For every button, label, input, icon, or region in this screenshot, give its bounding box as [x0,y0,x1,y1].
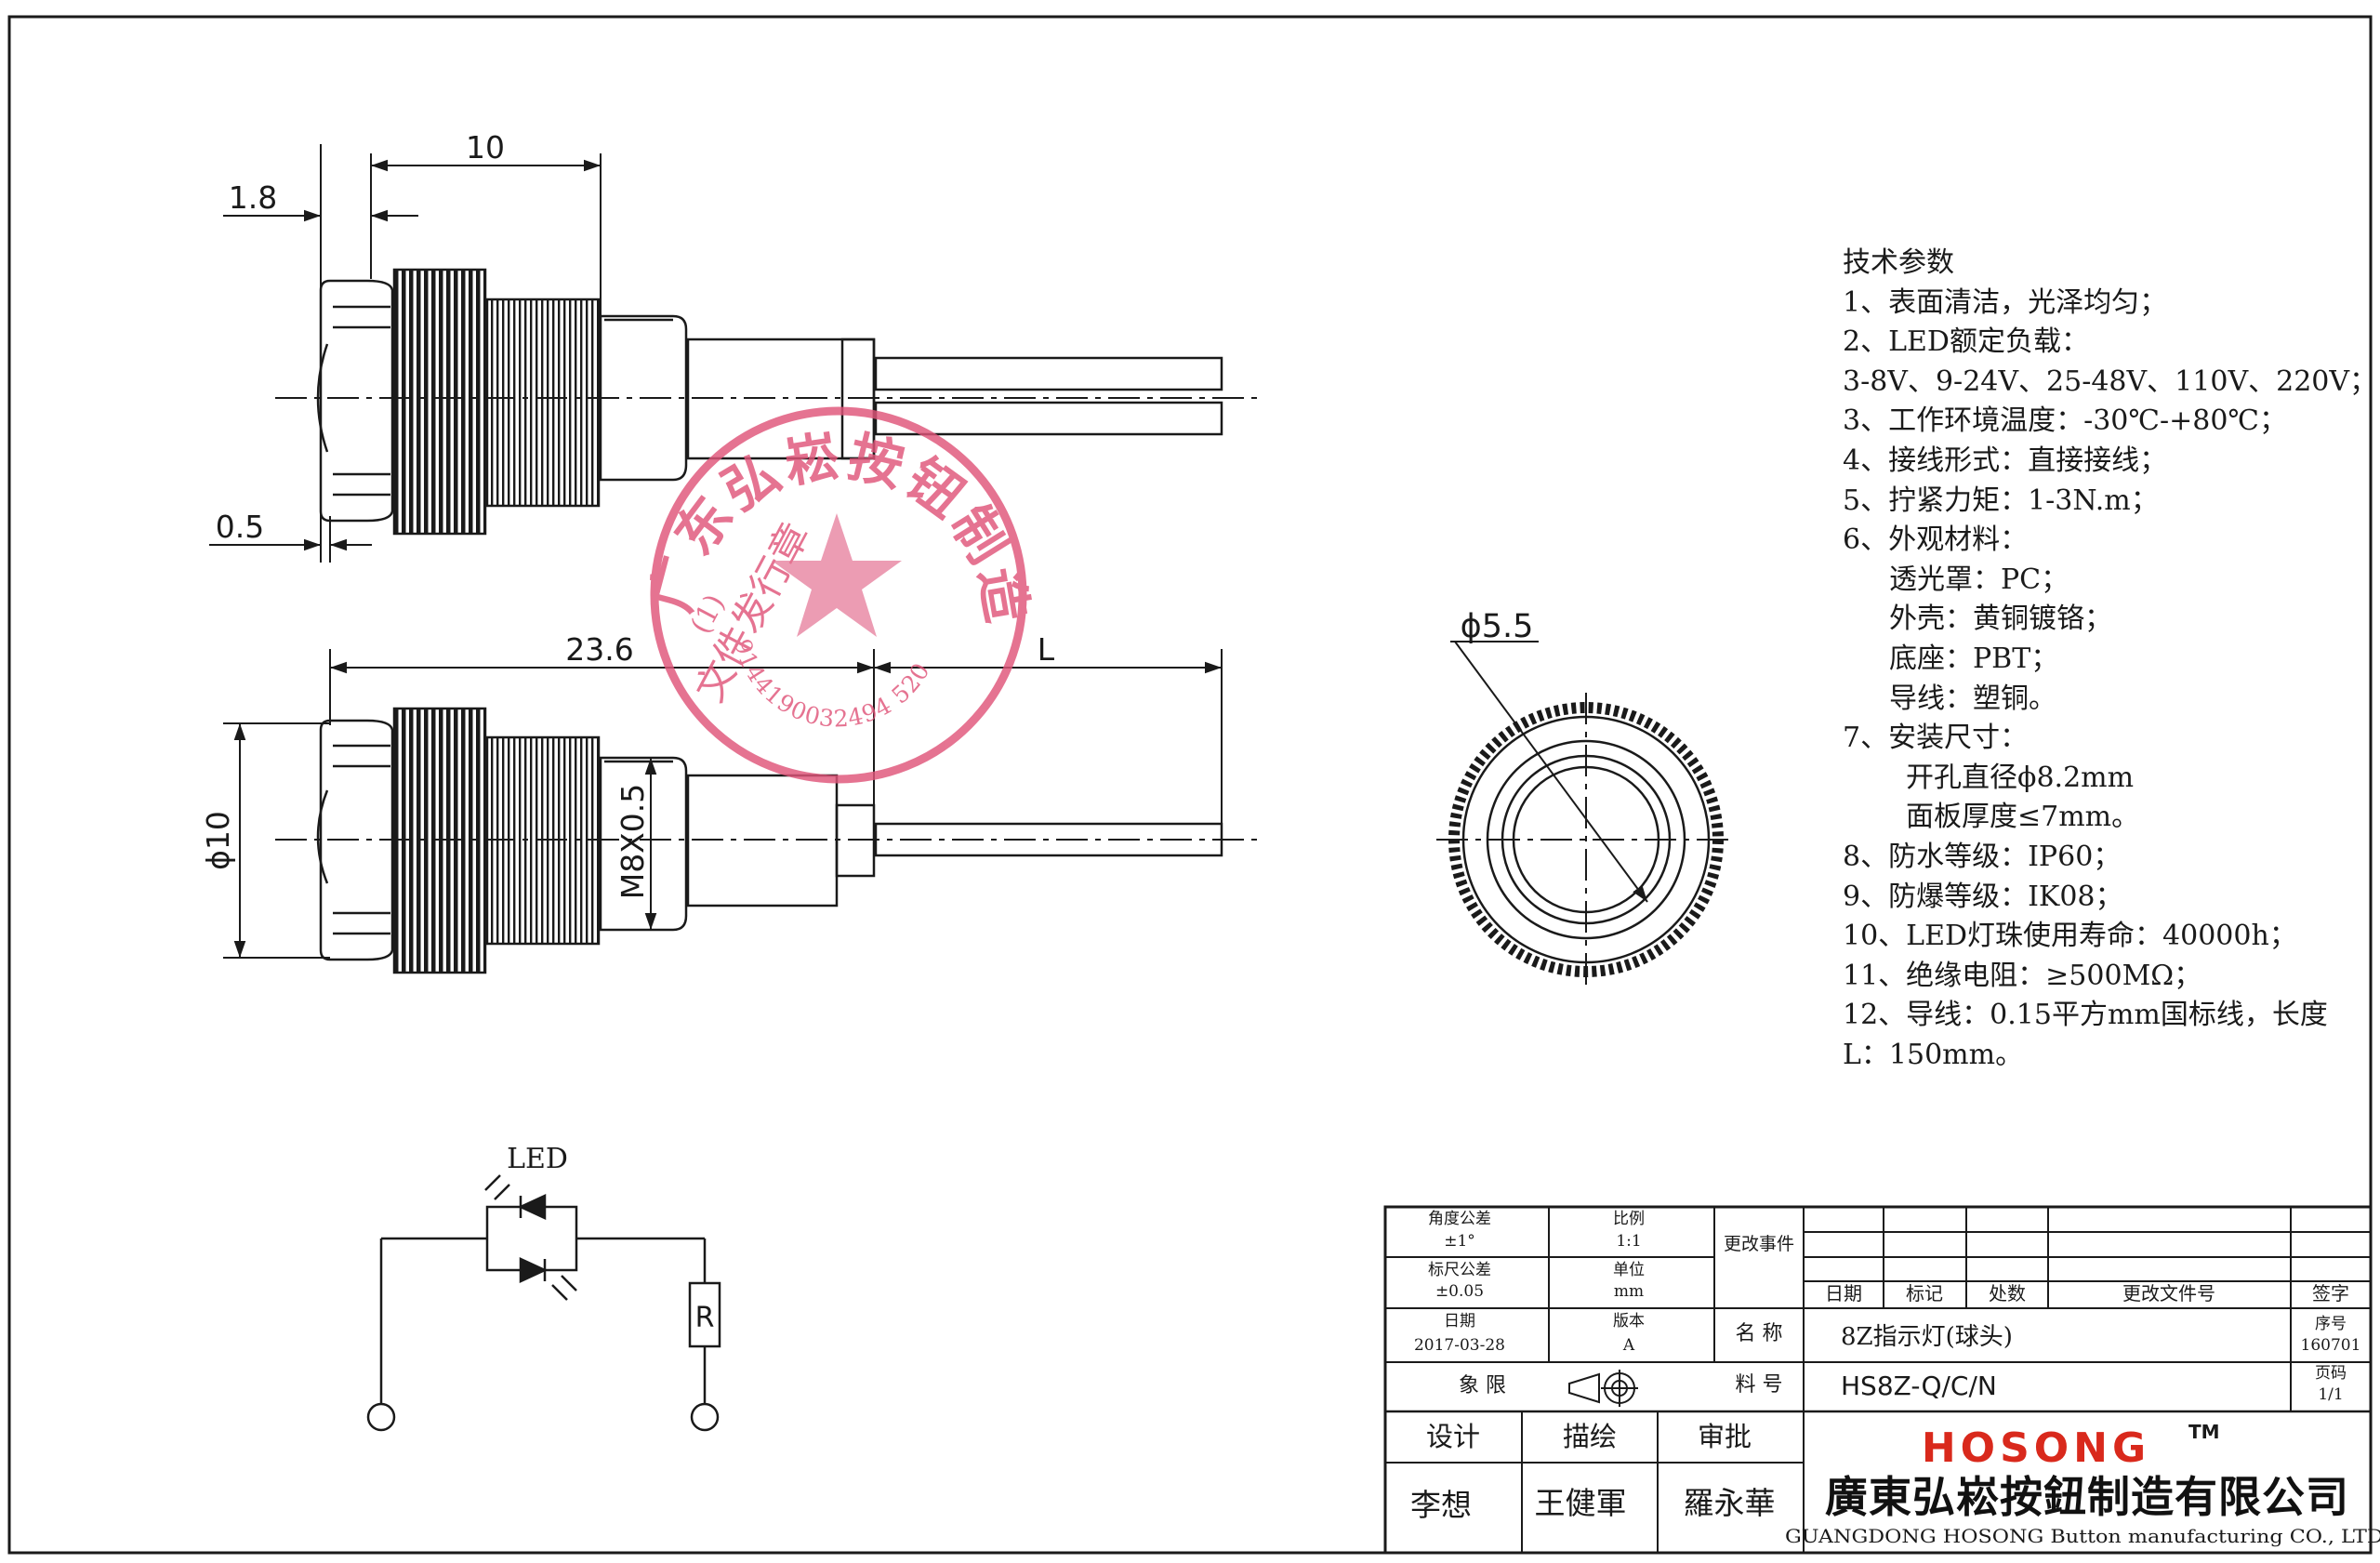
serial-label: 序号 [2315,1315,2347,1333]
spec-line: 3-8V、9-24V、25-48V、110V、220V； [1843,364,2378,398]
spec-line: 外壳：黄铜镀铬； [1889,603,2112,636]
designer-name: 李想 [1410,1487,1472,1523]
company-name-cn: 廣東弘崧按鈕制造有限公司 [1825,1472,2349,1522]
part-number-value: HS8Z-Q/C/N [1841,1371,1997,1401]
spec-line: 5、拧紧力矩：1-3N.m； [1843,483,2159,517]
angle-tol-value: ±1° [1444,1232,1475,1251]
front-view [1436,641,1735,987]
spec-line: 开孔直径ϕ8.2mm [1906,761,2135,794]
dim-1-8-label: 1.8 [229,179,277,216]
date-value: 2017-03-28 [1414,1336,1505,1355]
date-label: 日期 [1444,1312,1475,1331]
specs-title: 技术参数 [1843,246,1954,279]
dim-thread-label: M8X0.5 [615,784,651,900]
side-view-top [209,144,1264,563]
spec-line: L：150mm。 [1843,1038,2024,1071]
spec-line: 底座：PBT； [1889,642,2059,675]
spec-line: 1、表面清洁，光泽均匀； [1843,285,2168,319]
spec-line: 导线：塑铜。 [1889,682,2056,715]
scale-value: 1:1 [1616,1232,1641,1251]
part-no-label: 料 号 [1736,1373,1783,1397]
design-label: 设计 [1426,1421,1480,1452]
change-event-label: 更改事件 [1724,1234,1794,1254]
brand-trademark: TM [2188,1421,2220,1443]
version-label: 版本 [1613,1312,1645,1331]
spec-line: 3、工作环境温度：-30℃-+80℃； [1843,404,2287,438]
title-block [1383,1205,2373,1555]
spec-line: 9、防爆等级：IK08； [1843,880,2123,913]
approve-label: 审批 [1698,1421,1752,1452]
side-view-bottom [223,649,1264,974]
spec-line: 6、外观材料： [1843,523,2029,557]
rev-header-date: 日期 [1825,1282,1862,1305]
spec-line: 4、接线形式：直接接线； [1843,444,2168,477]
drafter-name: 王健軍 [1535,1485,1627,1521]
rev-header-count: 处数 [1989,1282,2026,1305]
spec-line: 透光罩：PC； [1889,563,2069,596]
spec-line: 面板厚度≤7mm。 [1906,801,2140,834]
dim-tol-value: ±0.05 [1435,1282,1484,1301]
approver-name: 羅永華 [1684,1485,1776,1521]
projection-symbol-icon [1568,1370,1638,1407]
projection-label: 象 限 [1459,1374,1506,1397]
unit-value: mm [1614,1282,1644,1301]
spec-line: 12、导线：0.15平方mm国标线，长度 [1843,999,2328,1032]
unit-label: 单位 [1613,1261,1645,1279]
serial-value: 160701 [2301,1336,2361,1355]
spec-line: 2、LED额定负载： [1843,325,2089,359]
scale-label: 比例 [1613,1210,1645,1228]
dim-23-6-label: 23.6 [565,631,633,668]
resistor-label: R [695,1302,715,1334]
dim-phi10-label: ϕ10 [200,811,236,870]
dim-tol-label: 标尺公差 [1428,1261,1491,1279]
led-circuit [366,1174,721,1432]
spec-line: 7、安装尺寸： [1843,722,2029,755]
dim-0-5-label: 0.5 [216,509,264,545]
name-label: 名 称 [1736,1322,1783,1345]
rev-header-mark: 标记 [1906,1282,1943,1305]
rev-header-sign: 签字 [2312,1282,2349,1305]
rev-header-doc: 更改文件号 [2122,1282,2215,1305]
seal-star-icon [772,513,902,637]
angle-tol-label: 角度公差 [1428,1210,1491,1228]
sheet-border [7,15,2373,1555]
dim-L-label: L [1038,631,1055,668]
spec-line: 10、LED灯珠使用寿命：40000h； [1843,920,2297,953]
dim-phi5-5-label: ϕ5.5 [1461,608,1534,645]
led-label: LED [507,1143,568,1175]
brand-logo: HOSONG [1922,1424,2150,1472]
company-name-en: GUANGDONG HOSONG Button manufacturing CO… [1785,1525,2380,1547]
technical-parameters: 技术参数 1、表面清洁，光泽均匀； 2、LED额定负载： 3-8V、9-24V、… [1843,244,2378,1075]
dim-10-label: 10 [466,129,505,166]
spec-line: 11、绝缘电阻：≥500MΩ； [1843,959,2202,992]
draw-label: 描绘 [1563,1421,1617,1452]
version-value: A [1622,1336,1635,1355]
part-name-value: 8Z指示灯(球头) [1841,1323,2013,1351]
page-label: 页码 [2315,1364,2347,1383]
spec-line: 8、防水等级：IP60； [1843,840,2122,873]
page-value: 1/1 [2318,1385,2343,1404]
